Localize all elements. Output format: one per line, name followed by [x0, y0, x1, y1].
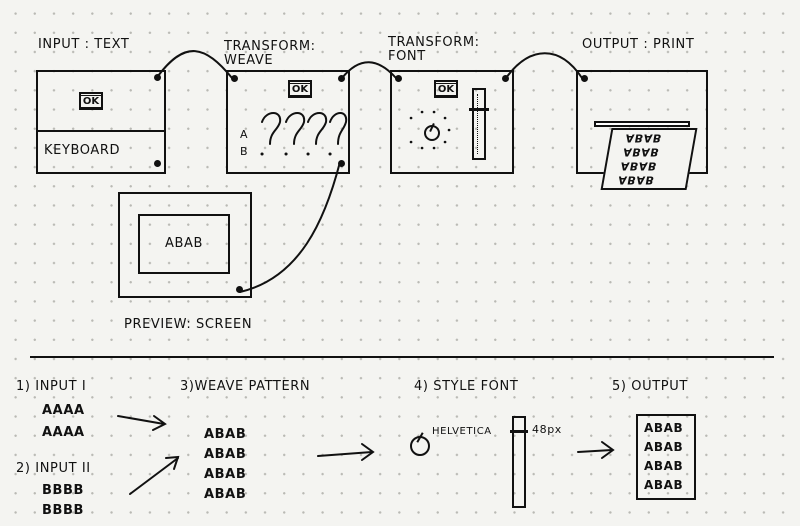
step4-font-knob: [410, 432, 430, 456]
input-port-top-right[interactable]: [154, 74, 161, 81]
input-text-module: OK KEYBOARD: [36, 70, 166, 174]
paper-line-4: ABAB: [617, 173, 656, 187]
step1-line-2: AAAA: [42, 425, 85, 440]
weave-port-top-right[interactable]: [338, 75, 345, 82]
step1-line-1: AAAA: [42, 403, 85, 418]
arrow-step1-to-step3: [117, 415, 165, 425]
step5-label: 5) OUTPUT: [612, 379, 688, 394]
preview-screen-title: PREVIEW: SCREEN: [124, 317, 253, 332]
step2-line-1: BBBB: [42, 483, 85, 498]
section-divider: [30, 356, 774, 358]
weave-port-bottom-right[interactable]: [338, 160, 345, 167]
knob-pointer: [429, 122, 435, 133]
step2-label: 2) INPUT II: [16, 461, 91, 476]
preview-screen-text: ABAB: [164, 235, 204, 251]
step4-slider-handle: [510, 430, 528, 433]
printed-paper: ABAB ABAB ABAB ABAB: [600, 128, 698, 190]
step5-output-page: ABAB ABAB ABAB ABAB: [636, 414, 696, 500]
preview-screen-display: ABAB: [138, 214, 230, 274]
weave-row-a-label: A: [240, 128, 249, 141]
cable-input-to-weave: [157, 50, 233, 79]
cable-weave-to-preview: [239, 161, 341, 293]
step2-line-2: BBBB: [42, 503, 85, 518]
transform-font-title-line1: TRANSFORM:: [388, 35, 480, 50]
step3-line-3: ABAB: [204, 467, 247, 482]
paper-line-1: ABAB: [624, 131, 664, 145]
arrow-step4-to-step5-head: [601, 441, 615, 459]
font-port-top-right[interactable]: [502, 75, 509, 82]
arrow-step4-to-step5: [577, 449, 613, 453]
transform-font-module: OK: [390, 70, 514, 174]
transform-font-title-line2: FONT: [388, 49, 426, 64]
font-size-slider-handle[interactable]: [469, 108, 489, 111]
font-style-knob[interactable]: [424, 122, 440, 141]
font-ok-button[interactable]: OK: [434, 80, 458, 98]
step5-line-2: ABAB: [644, 440, 684, 454]
arrow-step3-to-step4: [317, 451, 373, 457]
preview-port-bottom-right[interactable]: [236, 286, 243, 293]
step3-line-4: ABAB: [204, 487, 247, 502]
step5-line-3: ABAB: [644, 459, 684, 473]
keyboard-label: KEYBOARD: [44, 143, 121, 158]
step3-line-2: ABAB: [204, 447, 247, 462]
step4-knob-pointer: [416, 432, 424, 443]
input-text-title: INPUT : TEXT: [38, 37, 130, 52]
input-ok-button[interactable]: OK: [79, 92, 103, 110]
font-port-top-left[interactable]: [395, 75, 402, 82]
step1-label: 1) INPUT I: [16, 379, 87, 394]
slider-ticks: [477, 94, 482, 154]
step3-line-1: ABAB: [204, 427, 247, 442]
font-size-slider[interactable]: [469, 88, 489, 160]
preview-screen-module: ABAB: [118, 192, 252, 298]
weave-port-top-left[interactable]: [231, 75, 238, 82]
step3-label: 3)WEAVE PATTERN: [180, 379, 311, 394]
paper-line-2: ABAB: [622, 145, 661, 159]
step4-label: 4) STYLE FONT: [414, 379, 519, 394]
step4-size-value: 48px: [532, 423, 562, 436]
arrow-step1-to-step3-head: [152, 415, 167, 431]
paper-line-3: ABAB: [619, 159, 659, 173]
transform-weave-module: OK A B: [226, 70, 350, 174]
output-print-title: OUTPUT : PRINT: [582, 37, 695, 52]
output-port-top-left[interactable]: [581, 75, 588, 82]
weave-row-b-label: B: [240, 145, 249, 158]
arrow-step2-to-step3-head: [165, 455, 180, 470]
cable-font-to-output: [505, 52, 583, 79]
transform-weave-title-line1: TRANSFORM:: [224, 39, 316, 54]
step5-line-4: ABAB: [644, 478, 684, 492]
transform-weave-title-line2: WEAVE: [224, 53, 274, 68]
printer-slot: [594, 121, 690, 127]
input-port-bottom-right[interactable]: [154, 160, 161, 167]
arrow-step3-to-step4-head: [361, 443, 375, 461]
step5-line-1: ABAB: [644, 421, 684, 435]
step4-font-name: HELVETICA: [432, 426, 492, 437]
step4-size-slider: [510, 416, 528, 508]
arrow-step2-to-step3: [129, 457, 179, 495]
keyboard-divider: [38, 130, 164, 132]
weave-ok-button[interactable]: OK: [288, 80, 312, 98]
